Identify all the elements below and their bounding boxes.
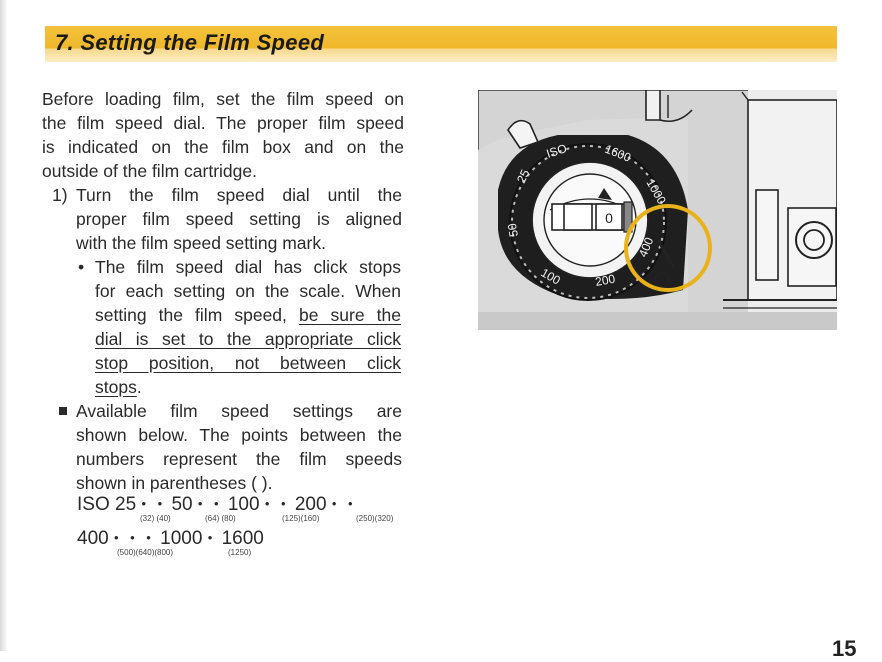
speed-value: 100 [227, 494, 260, 515]
speed-dots: • • [141, 496, 167, 511]
step-1-text: Turn the film speed dial until the prope… [76, 183, 402, 255]
intermediate-speeds: (250)(320) [356, 514, 394, 523]
available-line: Available film speed settings are [76, 401, 402, 421]
speed-dots: • • [197, 496, 223, 511]
dial-window-label: 0 [605, 210, 613, 226]
speed-value: 400 [77, 528, 109, 549]
speed-row-2: 400 • • • 1000 • 1600 [77, 528, 264, 550]
available-line: numbers represent the film speeds [76, 449, 402, 469]
speed-row-1: ISO 25 • • 50 • • 100 • • 200 • • [77, 494, 357, 516]
step-line: with the film speed setting mark. [76, 233, 326, 253]
dial-label: 25 [514, 167, 532, 185]
note-underlined-line: stops [95, 377, 137, 397]
note-line: setting the film speed, [95, 305, 287, 325]
speed-dots: • • [331, 496, 357, 511]
step-line: Turn the film speed dial until the [76, 185, 402, 205]
note-line: for each setting on the scale. When [95, 281, 401, 301]
page-edge-shadow [0, 0, 8, 651]
available-line: shown in parentheses ( ). [76, 473, 273, 493]
intermediate-speeds: (64) (80) [205, 514, 236, 523]
speed-value: 1600 [221, 528, 264, 549]
note-underlined: be sure the [299, 305, 402, 325]
film-speed-dial-illustration: 0 ISO 25 50 100 200 400 1000 1600 [478, 90, 837, 330]
intro-line: Before loading film, set the film speed … [42, 89, 404, 109]
square-bullet-icon [59, 407, 67, 415]
intermediate-speeds: (32) (40) [140, 514, 171, 523]
available-text: Available film speed settings are shown … [76, 399, 402, 495]
dial-label: 200 [594, 272, 616, 289]
page-number: 15 [832, 636, 857, 661]
iso-prefix: ISO [77, 494, 110, 515]
note-line-last: stops. [95, 375, 401, 399]
available-line: shown below. The points between the [76, 425, 402, 445]
note-text: The film speed dial has click stops for … [95, 255, 401, 399]
note-underlined-line: stop position, not between click [95, 353, 401, 373]
intro-line: is indicated on the film box and on the [42, 137, 404, 157]
note-line-mixed: setting the film speed, be sure the [95, 303, 401, 327]
highlight-ring [624, 204, 712, 292]
speed-value: 50 [171, 494, 193, 515]
step-line: proper film speed setting is aligned [76, 209, 402, 229]
intro-line: the film speed dial. The proper film spe… [42, 113, 404, 133]
speed-dots: • • • [113, 530, 155, 545]
speed-value: 25 [115, 494, 137, 515]
dial-label: 50 [505, 222, 521, 238]
note-underlined-line: dial is set to the appropriate click [95, 329, 401, 349]
intermediate-speeds: (125)(160) [282, 514, 320, 523]
intermediate-speeds: (500)(640)(800) [117, 548, 174, 557]
speed-dots: • • [264, 496, 290, 511]
bullet-icon: • [78, 257, 85, 277]
section-title-bar: 7. Setting the Film Speed [45, 26, 837, 62]
speed-value: 1000 [160, 528, 203, 549]
note-line: The film speed dial has click stops [95, 257, 401, 277]
intro-paragraph: Before loading film, set the film speed … [42, 87, 404, 183]
dial-label: ISO [545, 141, 569, 161]
section-title: 7. Setting the Film Speed [55, 30, 325, 55]
intro-line: outside of the film cartridge. [42, 161, 257, 181]
intermediate-speeds: (1250) [228, 548, 252, 557]
note-period: . [136, 377, 142, 397]
speed-dots: • [207, 530, 217, 545]
speed-value: 200 [294, 494, 327, 515]
step-number: 1) [52, 185, 68, 205]
